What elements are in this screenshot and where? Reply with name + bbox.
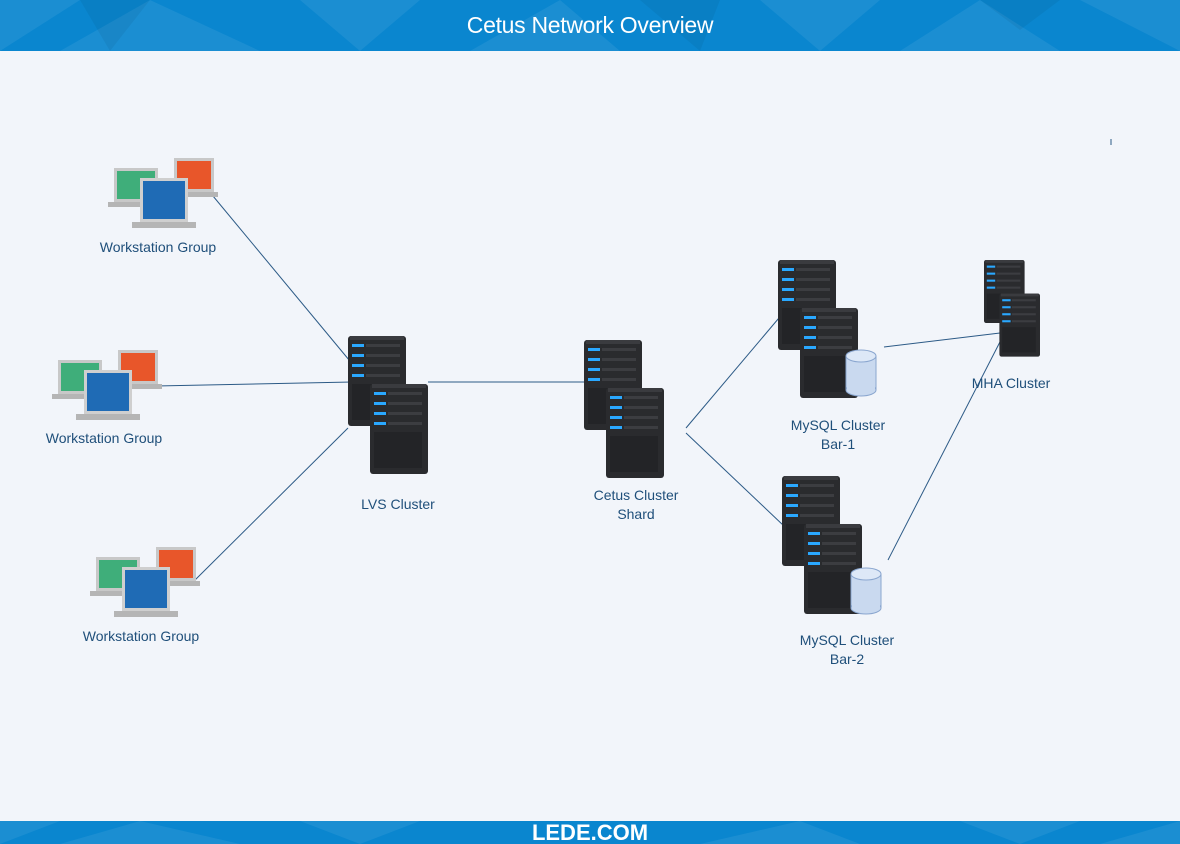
footer-text: LEDE.COM	[531, 821, 649, 844]
edge-mysql1-mha	[883, 332, 1001, 348]
node-label: Workstation Group	[83, 628, 200, 644]
node-label: MHA Cluster	[972, 375, 1051, 391]
node-mysql2[interactable]: MySQL Cluster Bar-2	[782, 476, 895, 667]
server-cluster-icon	[584, 340, 664, 478]
server-cluster-icon	[984, 260, 1040, 357]
node-lvs[interactable]: LVS Cluster	[348, 336, 435, 512]
edge-mysql2-mha	[887, 337, 1003, 561]
database-icon	[845, 349, 877, 397]
node-label-line1: MySQL Cluster	[800, 632, 895, 648]
edge-cetus-mysql2	[685, 432, 785, 527]
workstation-group-icon	[90, 547, 200, 617]
node-ws2[interactable]: Workstation Group	[46, 350, 163, 446]
page-title: Cetus Network Overview	[466, 12, 714, 38]
server-cluster-icon	[782, 476, 862, 614]
node-label: LVS Cluster	[361, 496, 435, 512]
workstation-group-icon	[52, 350, 162, 420]
edge-ws2-lvs	[155, 381, 353, 387]
node-label-line2: Shard	[617, 506, 654, 522]
connections	[155, 189, 1003, 586]
node-ws1[interactable]: Workstation Group	[100, 158, 218, 255]
node-mysql1[interactable]: MySQL Cluster Bar-1	[778, 260, 886, 452]
footer-pattern	[0, 821, 1180, 844]
node-cetus[interactable]: Cetus Cluster Shard	[584, 340, 679, 522]
header-pattern	[0, 0, 1180, 51]
node-label-line1: Cetus Cluster	[594, 487, 679, 503]
node-label: Workstation Group	[100, 239, 217, 255]
network-diagram: Workstation Group Workstation Group Work…	[46, 139, 1112, 667]
edge-ws3-lvs	[189, 427, 349, 586]
diagram-canvas: Workstation Group Workstation Group Work…	[0, 51, 1180, 821]
edge-ws1-lvs	[207, 189, 365, 379]
footer-banner: LEDE.COM	[0, 821, 1180, 844]
node-mha[interactable]: MHA Cluster	[972, 260, 1051, 391]
server-cluster-icon	[348, 336, 428, 474]
workstation-group-icon	[108, 158, 218, 228]
node-ws3[interactable]: Workstation Group	[83, 547, 200, 644]
node-label: Workstation Group	[46, 430, 163, 446]
database-icon	[850, 567, 882, 615]
node-label-line1: MySQL Cluster	[791, 417, 886, 433]
node-label-line2: Bar-2	[830, 651, 864, 667]
node-label-line2: Bar-1	[821, 436, 855, 452]
edge-cetus-mysql1	[685, 311, 785, 429]
header-banner: Cetus Network Overview	[0, 0, 1180, 51]
